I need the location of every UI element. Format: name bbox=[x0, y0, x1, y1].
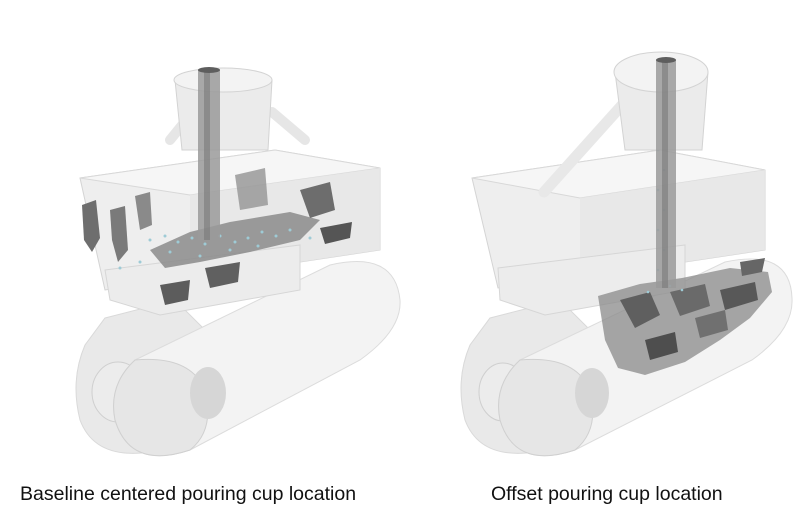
metal-fill-patches bbox=[82, 168, 352, 305]
horizontal-cylinder bbox=[113, 261, 401, 457]
flow-particles bbox=[118, 228, 312, 270]
runner-arm bbox=[538, 88, 638, 198]
offset-caption: Offset pouring cup location bbox=[491, 483, 723, 505]
pouring-cup bbox=[173, 67, 273, 151]
baseline-model-panel bbox=[0, 0, 420, 470]
offset-model-panel bbox=[420, 0, 800, 470]
baseline-caption: Baseline centered pouring cup location bbox=[20, 483, 357, 505]
metal-fill-patches bbox=[598, 258, 772, 375]
sprue bbox=[198, 67, 220, 240]
sprue bbox=[656, 57, 676, 288]
offset-casting-render bbox=[460, 51, 793, 457]
baseline-casting-render bbox=[75, 67, 401, 457]
